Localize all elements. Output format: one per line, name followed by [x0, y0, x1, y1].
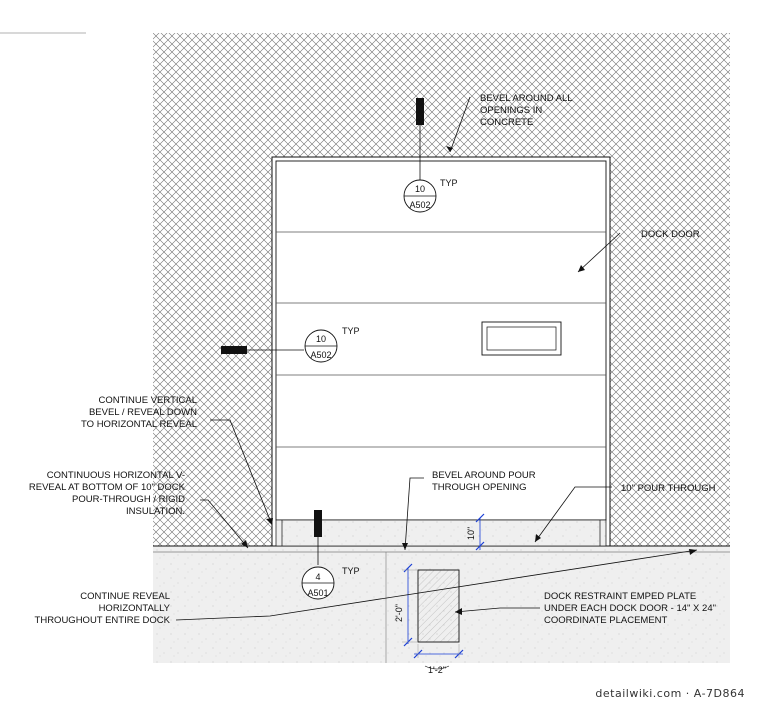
svg-text:CONTINUE REVEAL: CONTINUE REVEAL	[80, 591, 170, 602]
dimension-pour-height-label: 10"	[466, 527, 476, 540]
svg-text:BEVEL AROUND POUR: BEVEL AROUND POUR	[432, 470, 536, 481]
leader-arrowhead	[446, 146, 453, 152]
section-cut-marker-bottom	[314, 510, 322, 537]
leader-arrowhead	[455, 608, 462, 615]
watermark: detailwiki.com · A-7D864	[595, 687, 745, 700]
svg-text:BEVEL / REVEAL DOWN: BEVEL / REVEAL DOWN	[89, 407, 197, 418]
leader-continue-vertical	[210, 419, 273, 526]
note-continue-vertical: CONTINUE VERTICAL BEVEL / REVEAL DOWN TO…	[81, 395, 197, 430]
svg-text:BEVEL AROUND ALL: BEVEL AROUND ALL	[480, 93, 573, 104]
svg-text:UNDER EACH DOCK DOOR - 14" X 2: UNDER EACH DOCK DOOR - 14" X 24"	[544, 603, 716, 614]
svg-text:CONTINUE VERTICAL: CONTINUE VERTICAL	[98, 395, 197, 406]
leader-continuous-horizontal	[200, 499, 249, 549]
section-tag-number: 10	[415, 184, 425, 194]
note-pour-through: 10" POUR THROUGH	[621, 483, 716, 494]
note-continuous-horizontal: CONTINUOUS HORIZONTAL V- REVEAL AT BOTTO…	[29, 470, 186, 517]
svg-text:10" POUR THROUGH: 10" POUR THROUGH	[621, 483, 716, 494]
note-restraint-plate: DOCK RESTRAINT EMPED PLATE UNDER EACH DO…	[544, 591, 716, 626]
leader-arrowhead	[689, 549, 697, 555]
dimension-plate-height-label: 2'-0"	[394, 604, 404, 622]
door-window	[481, 321, 562, 356]
dimension-pour-height	[475, 513, 485, 551]
leader-pour-through	[534, 486, 612, 543]
note-continue-reveal: CONTINUE REVEAL HORIZONTALLY THROUGHOUT …	[35, 591, 171, 626]
svg-text:DOCK RESTRAINT EMPED PLATE: DOCK RESTRAINT EMPED PLATE	[544, 591, 696, 602]
svg-text:TO HORIZONTAL REVEAL: TO HORIZONTAL REVEAL	[81, 419, 197, 430]
note-dock-door: DOCK DOOR	[641, 229, 700, 240]
section-tag-sheet: A501	[307, 588, 328, 598]
svg-text:POUR-THROUGH / RIGID: POUR-THROUGH / RIGID	[72, 494, 185, 505]
svg-text:CONCRETE: CONCRETE	[480, 117, 533, 128]
leader-arrowhead	[241, 540, 248, 548]
leader-bevel-openings	[449, 96, 471, 153]
svg-text:OPENINGS IN: OPENINGS IN	[480, 105, 542, 116]
section-tag-top: 10 A502 TYP	[403, 178, 458, 213]
svg-text:INSULATION.: INSULATION.	[126, 506, 185, 517]
leader-arrowhead	[266, 518, 273, 525]
leader-continue-reveal	[175, 549, 698, 621]
door-window-glass	[486, 326, 557, 351]
note-bevel-pour: BEVEL AROUND POUR THROUGH OPENING	[432, 470, 536, 493]
section-tag-typical: TYP	[342, 566, 360, 576]
svg-text:CONTINUOUS HORIZONTAL V-: CONTINUOUS HORIZONTAL V-	[47, 470, 185, 481]
section-cut-marker-top	[416, 98, 424, 125]
dimension-plate-height	[402, 563, 418, 647]
svg-text:DOCK DOOR: DOCK DOOR	[641, 229, 700, 240]
section-tag-sheet: A502	[310, 350, 331, 360]
svg-text:REVEAL AT BOTTOM OF 10" DOCK: REVEAL AT BOTTOM OF 10" DOCK	[29, 482, 186, 493]
section-tag-typical: TYP	[342, 326, 360, 336]
section-cut-marker-left	[221, 346, 247, 354]
section-tag-left: 10 A502 TYP	[304, 326, 360, 363]
note-bevel-openings: BEVEL AROUND ALL OPENINGS IN CONCRETE	[480, 93, 573, 128]
svg-text:COORDINATE PLACEMENT: COORDINATE PLACEMENT	[544, 615, 668, 626]
leader-arrowhead	[535, 534, 541, 542]
pour-through-zone	[275, 519, 607, 547]
section-tag-number: 4	[315, 572, 320, 582]
dimension-plate-width-arc	[424, 665, 450, 670]
leader-dock-door	[577, 232, 621, 273]
leader-arrowhead	[402, 543, 408, 550]
dock-restraint-plate	[417, 569, 460, 643]
svg-text:THROUGH OPENING: THROUGH OPENING	[432, 482, 526, 493]
svg-text:THROUGHOUT ENTIRE DOCK: THROUGHOUT ENTIRE DOCK	[35, 615, 171, 626]
svg-text:HORIZONTALLY: HORIZONTALLY	[99, 603, 171, 614]
dimension-plate-width	[413, 644, 464, 659]
leader-arrowhead	[578, 265, 585, 272]
section-tag-bottom: 4 A501 TYP	[301, 566, 360, 600]
section-tag-typical: TYP	[440, 178, 458, 188]
section-tag-sheet: A502	[409, 200, 430, 210]
section-tag-number: 10	[316, 334, 326, 344]
leader-bevel-pour	[404, 477, 424, 551]
dimension-plate-width-label: 1'-2"	[428, 665, 446, 675]
leader-restraint	[454, 607, 540, 613]
